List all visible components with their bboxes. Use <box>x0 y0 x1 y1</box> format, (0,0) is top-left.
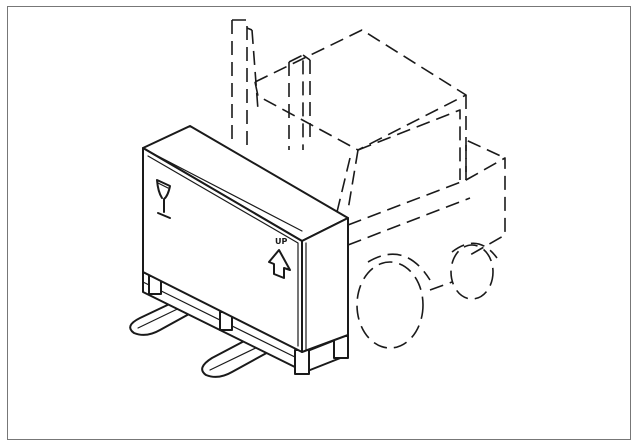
fragile-glass-icon <box>156 179 171 219</box>
up-marking-label: UP <box>275 237 287 246</box>
forklift-mast-left-rear <box>251 29 259 111</box>
shipping-crate: UP <box>142 125 349 353</box>
forklift-front-wheel <box>356 261 424 349</box>
pallet <box>142 271 349 375</box>
forklift-rear-wheel <box>450 244 494 300</box>
forklift-body <box>347 157 506 256</box>
forklift-mast-left <box>232 19 248 150</box>
forklift-mast-right <box>288 54 304 150</box>
pallet-block <box>294 349 310 375</box>
forklift-roof <box>254 29 467 151</box>
up-arrow-icon <box>268 249 291 279</box>
forklift-outline <box>231 19 506 349</box>
crate-side <box>301 217 349 353</box>
